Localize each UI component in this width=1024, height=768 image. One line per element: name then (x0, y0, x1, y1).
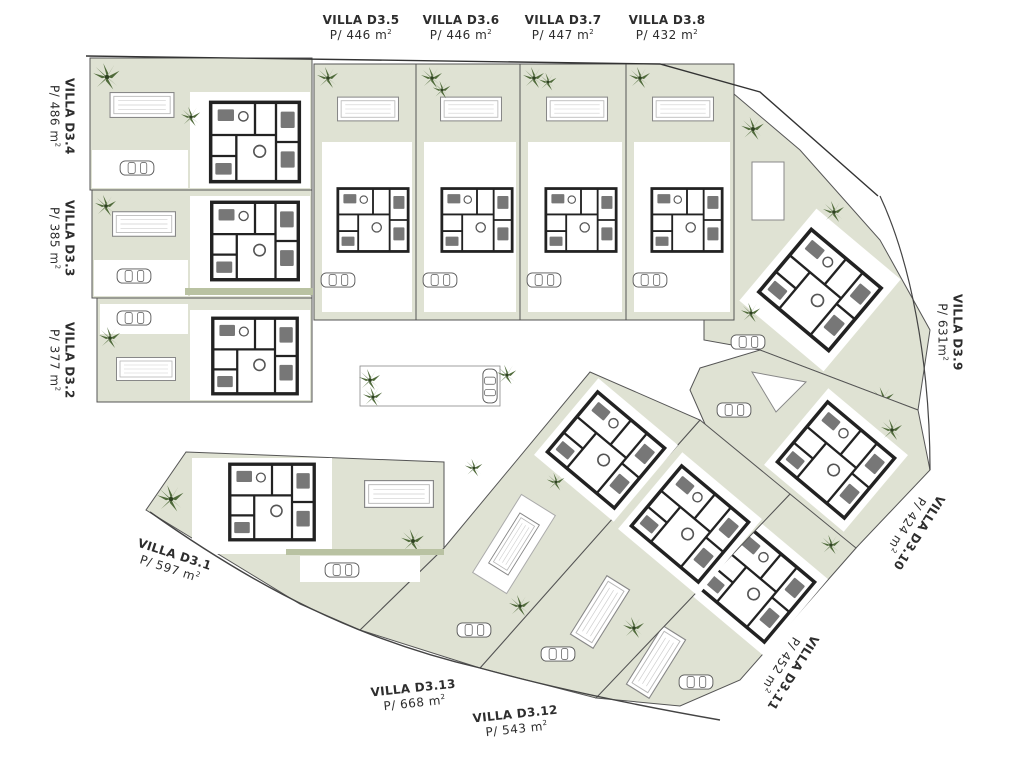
villa-name: VILLA D3.3 (62, 199, 77, 277)
plot-d3-7 (519, 63, 627, 321)
villa-area: P/ 377 m2 (47, 329, 62, 392)
villa-label-d3-6: VILLA D3.6 P/ 446 m2 (418, 13, 504, 43)
villa-label-d3-5: VILLA D3.5 P/ 446 m2 (318, 13, 404, 43)
access-road (359, 364, 517, 407)
plot-d3-3 (91, 189, 313, 299)
villa-area: P/ 432 m2 (635, 27, 699, 42)
villa-area: P/ 447 m2 (531, 27, 595, 42)
plot-d3-5 (313, 63, 417, 321)
house-floorplan (211, 102, 300, 181)
villa-area: P/ 486 m2 (47, 85, 62, 148)
villa-name: VILLA D3.6 (422, 13, 500, 27)
villa-name: VILLA D3.5 (322, 13, 400, 27)
villa-name: VILLA D3.7 (524, 13, 602, 27)
car-icon (119, 160, 155, 176)
plot-d3-4 (89, 57, 313, 191)
villa-area: P/ 385 m2 (47, 207, 62, 270)
villa-label-d3-4: VILLA D3.4 P/ 486 m2 (47, 71, 77, 161)
villa-area: P/ 631m2 (935, 303, 950, 362)
villa-name: VILLA D3.8 (628, 13, 706, 27)
plot-d3-6 (415, 63, 521, 321)
villa-label-d3-9: VILLA D3.9 P/ 631m2 (935, 287, 965, 377)
villa-name: VILLA D3.9 (950, 293, 965, 371)
plot-d3-8 (625, 63, 735, 321)
villa-label-d3-8: VILLA D3.8 P/ 432 m2 (624, 13, 710, 43)
plot-d3-13 (359, 371, 701, 669)
plot-d3-1 (145, 451, 483, 631)
plot-d3-9 (703, 92, 931, 411)
villa-label-d3-3: VILLA D3.3 P/ 385 m2 (47, 193, 77, 283)
villa-name: VILLA D3.2 (62, 321, 77, 399)
plot-d3-10 (689, 349, 931, 549)
villa-name: VILLA D3.4 (62, 77, 77, 155)
villa-label-d3-7: VILLA D3.7 P/ 447 m2 (520, 13, 606, 43)
villa-area: P/ 446 m2 (429, 27, 493, 42)
villa-label-d3-2: VILLA D3.2 P/ 377 m2 (47, 315, 77, 405)
villa-area: P/ 446 m2 (329, 27, 393, 42)
plot-d3-2 (96, 297, 313, 403)
